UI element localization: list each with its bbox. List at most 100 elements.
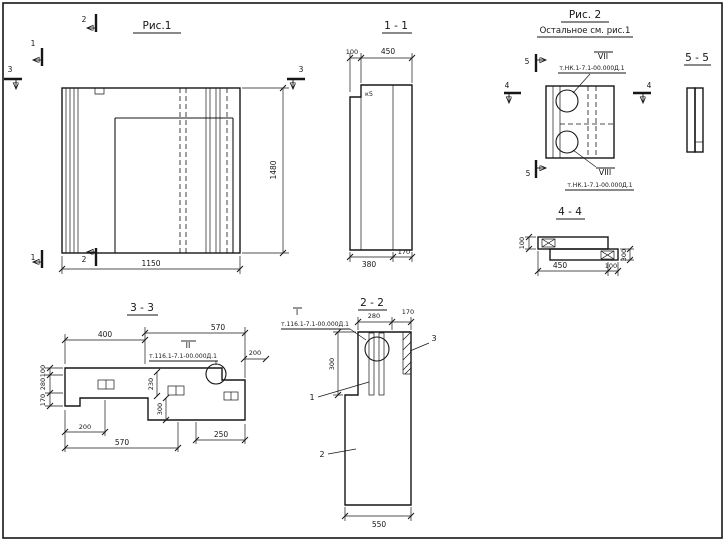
sec22-dim-170: 170: [402, 308, 414, 316]
figure-2: Рис. 2 Остальное см. рис.1 VII т.НК.1-7.…: [504, 9, 652, 191]
part-3-label: 3: [431, 334, 436, 343]
section-4-4: 4 - 4 100 450 100: [518, 206, 634, 276]
sec33-dim-250: 250: [214, 430, 229, 439]
sec44-title: 4 - 4: [558, 206, 582, 218]
sec33-dim-400: 400: [98, 330, 113, 339]
sec33-dim-300: 300: [156, 403, 164, 415]
sec44-dim-left: 100: [518, 237, 526, 249]
sec11-title: 1 - 1: [384, 20, 408, 32]
sec44-panel-bottom: [549, 248, 619, 261]
sec11-dim-top-ticks: [346, 54, 416, 62]
sec22-dim-bottom-lines: [344, 507, 412, 521]
sec22-adjacent-panel-hatch: [402, 331, 412, 375]
cut-3-right-label: 3: [299, 65, 304, 74]
sec33-dim-170: 170: [39, 394, 47, 406]
figure-1: Рис.1 2 2 1 1 3 3: [4, 14, 305, 274]
sec33-embed-plate-1: [97, 379, 115, 390]
node-ii-ref: т.116.1-7.1-00.000Д.1: [149, 353, 217, 360]
fig2-joint-lines: [552, 86, 561, 158]
section-2-2: 2 - 2 I т.116.1-7.1-00.000Д.1 280 170: [281, 297, 437, 529]
sec11-dim-380: 380: [362, 260, 377, 269]
sec22-dim-top-lines: [357, 317, 412, 330]
fig1-panel-outline: [61, 87, 241, 254]
cut-4-left-label: 4: [505, 81, 510, 90]
section-5-5: 5 - 5: [684, 52, 711, 153]
fig2-subtitle: Остальное см. рис.1: [540, 26, 631, 36]
cut-1-bottom-label: 1: [31, 253, 36, 262]
sec22-dim-bottom-ticks: [341, 512, 415, 520]
node-ii-label: II: [186, 341, 191, 350]
sec33-dim-left-ticks: [46, 364, 54, 410]
fig1-dim-height-ticks: [279, 84, 287, 257]
fig1-top-recess: [94, 88, 105, 95]
cut-1-top-label: 1: [31, 39, 36, 48]
sec44-embed-plate-left: [541, 238, 556, 248]
sec33-title: 3 - 3: [130, 302, 154, 314]
node-viii-label: VIII: [599, 168, 612, 177]
part-3-leader: [409, 342, 430, 352]
sec33-dim-100: 100: [39, 365, 47, 377]
sec11-dim-170: 170: [398, 248, 410, 256]
node-i-callout-circle: [364, 336, 390, 362]
sec33-outline: [64, 367, 246, 421]
cut-2-top-label: 2: [82, 15, 87, 24]
section-3-3: 3 - 3 II т.116.1-7.1-00.000Д.1 400 570 2…: [39, 302, 270, 452]
cut-5-bottom-label: 5: [526, 169, 531, 178]
sec22-outline: [344, 331, 412, 506]
sec55-strip-right: [694, 87, 704, 153]
sec55-strip-left: [686, 87, 696, 153]
part-2-label: 2: [319, 450, 324, 459]
sec11-dim-100: 100: [346, 48, 358, 56]
sec33-dim-top-lines: [64, 327, 246, 378]
sec33-embed-plate-3: [223, 391, 239, 401]
sec33-dim-200: 200: [79, 423, 91, 431]
node-vii-label: VII: [598, 52, 608, 61]
sec44-dim-bottom-ticks: [534, 267, 622, 275]
sec44-dim-bottom-lines: [537, 251, 619, 276]
cut-2-bottom-label: 2: [82, 255, 87, 264]
sec33-dim-bottom-ticks: [61, 428, 249, 452]
sec33-dim-570: 570: [115, 438, 130, 447]
sec44-dim-450: 450: [553, 261, 568, 270]
sec22-anchor-slots: [368, 332, 385, 396]
fig1-edge-joint-lines: [65, 88, 221, 253]
node-viii-leader: [572, 149, 597, 168]
sec22-dim-280: 280: [368, 312, 380, 320]
sec33-dim-left-lines: [45, 367, 63, 407]
sec22-dim-top-ticks: [354, 318, 415, 326]
sec22-dim-left-lines: [333, 331, 356, 396]
sec33-dim-200r-ticks: [240, 355, 270, 363]
node-ii-callout-circle: [205, 363, 227, 385]
fig1-dim-width-ticks: [58, 265, 244, 273]
part-2-leader: [327, 448, 357, 455]
part-1-leader: [317, 381, 370, 398]
sec44-dim-left-lines: [525, 236, 536, 250]
sec33-dim-280: 280: [39, 378, 47, 390]
node-i-ref: т.116.1-7.1-00.000Д.1: [281, 321, 349, 328]
fig2-hidden-lines: [560, 86, 614, 158]
sec22-dim-left-ticks: [334, 328, 342, 399]
sec33-dim-200-right: 200: [249, 349, 261, 357]
sec33-dim-230-ticks: [153, 368, 161, 400]
sec33-dim-230: 230: [147, 378, 155, 390]
fig1-dim-width: 1150: [141, 259, 160, 268]
fig1-opening-recess: [114, 117, 234, 253]
node-i-label: I: [296, 308, 298, 317]
sec22-title: 2 - 2: [360, 297, 384, 309]
part-1-label: 1: [309, 393, 314, 402]
sec44-dim-right-ticks: [626, 245, 634, 264]
sec44-embed-plate-right: [600, 250, 615, 260]
fig1-dim-height: 1480: [269, 160, 278, 179]
sec44-dim-left-ticks: [525, 233, 533, 253]
sec11-weld-mark: к5: [365, 90, 373, 98]
fig1-hidden-lines: [179, 88, 228, 253]
node-viii-callout-circle: [555, 130, 579, 154]
node-viii-ref: т.НК.1-7.1-00.000Д.1: [567, 182, 632, 189]
sec11-outline: [349, 84, 413, 251]
fig1-dim-height-lines: [242, 87, 289, 254]
fig1-dim-width-lines: [61, 256, 241, 274]
cut-5-top-label: 5: [525, 57, 530, 66]
